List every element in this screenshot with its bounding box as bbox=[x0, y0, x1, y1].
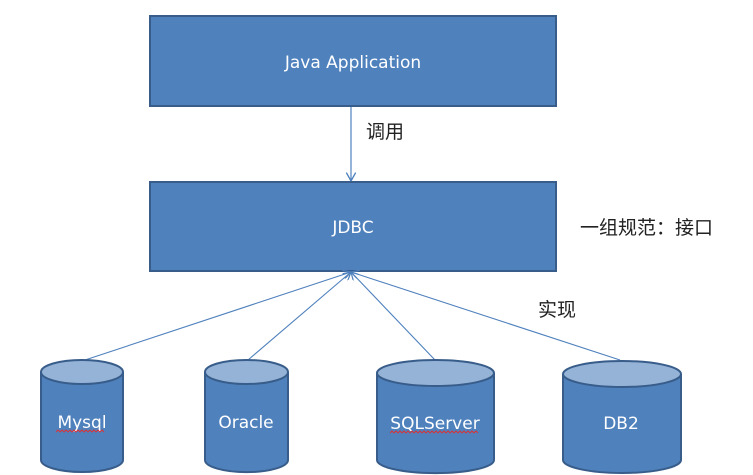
cylinder-top bbox=[376, 359, 495, 387]
cylinder-body bbox=[40, 372, 124, 473]
jdbc-node: JDBC bbox=[149, 181, 557, 272]
cylinder-body bbox=[376, 373, 495, 475]
mysql-connector bbox=[84, 272, 351, 361]
database-label: Oracle bbox=[218, 413, 273, 433]
jdbc-box bbox=[149, 181, 557, 272]
db2-connector bbox=[351, 272, 621, 361]
cylinder-body bbox=[562, 374, 682, 474]
implement-annotation: 实现 bbox=[538, 299, 576, 321]
jdbc-label: JDBC bbox=[331, 218, 373, 238]
cylinder-top bbox=[40, 359, 124, 385]
spellcheck-underline bbox=[389, 430, 479, 434]
database-sqlserver: SQLServer bbox=[376, 359, 495, 475]
cylinder-top bbox=[204, 359, 289, 385]
database-db2: DB2 bbox=[562, 360, 682, 474]
java-application-node: Java Application bbox=[149, 15, 557, 107]
database-label: SQLServer bbox=[390, 414, 479, 434]
spellcheck-underline bbox=[55, 429, 105, 433]
cylinder-body bbox=[204, 372, 289, 474]
sqlserver-connector bbox=[351, 272, 436, 361]
database-label: Mysql bbox=[57, 413, 106, 433]
spec-annotation: 一组规范：接口 bbox=[580, 217, 713, 239]
database-label: DB2 bbox=[603, 414, 639, 434]
database-mysql: Mysql bbox=[40, 359, 124, 473]
call-annotation: 调用 bbox=[366, 121, 404, 143]
oracle-connector bbox=[247, 272, 351, 361]
database-oracle: Oracle bbox=[204, 359, 289, 474]
java-application-box bbox=[149, 15, 557, 107]
cylinder-top bbox=[562, 360, 682, 388]
java-application-label: Java Application bbox=[284, 53, 421, 73]
